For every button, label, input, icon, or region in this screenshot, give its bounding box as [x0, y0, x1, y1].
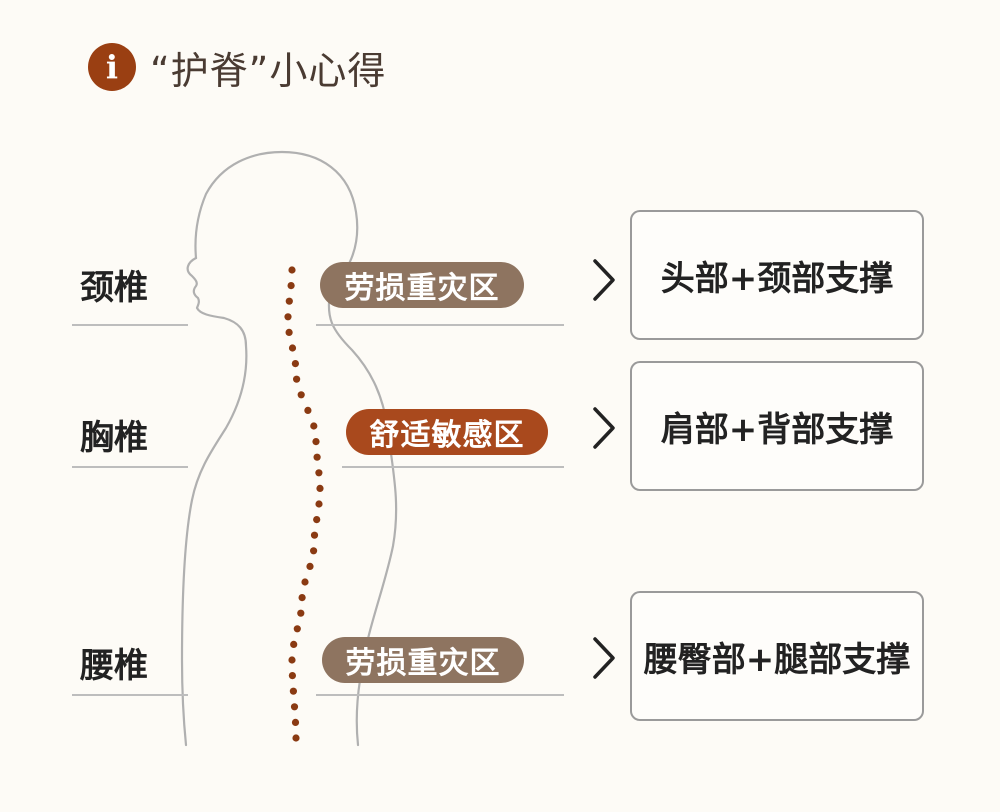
page-title: “护脊”小心得: [150, 49, 387, 93]
divider-line: [72, 466, 188, 468]
spine-dot: [288, 672, 296, 680]
spine-dot: [297, 391, 305, 399]
spine-dot: [312, 438, 320, 446]
spine-dot: [313, 453, 321, 461]
spine-dot: [288, 266, 296, 274]
spine-dot: [291, 360, 299, 368]
spine-dot: [290, 640, 298, 649]
chevron-right-icon: [593, 637, 615, 679]
spine-dot: [293, 625, 301, 633]
spine-dot: [310, 422, 318, 430]
spine-dot: [289, 687, 297, 695]
zone-badge-lumbar: 劳损重灾区: [322, 637, 524, 683]
chevron-right-icon: [593, 259, 615, 301]
zone-badge-cervical: 劳损重灾区: [320, 262, 524, 308]
spine-dot: [310, 531, 319, 539]
divider-line: [342, 466, 564, 468]
info-icon: i: [88, 43, 136, 91]
spine-dot: [287, 282, 295, 290]
spine-dot: [288, 344, 297, 352]
spine-dot: [285, 297, 293, 305]
region-label-cervical: 颈椎: [80, 268, 148, 308]
spine-dot: [285, 328, 293, 336]
support-box-lumbar: 腰臀部+腿部支撑: [630, 591, 924, 721]
spine-dot: [292, 734, 300, 742]
spine-dot: [298, 594, 306, 602]
spine-dot: [284, 313, 292, 321]
spine-dot: [316, 484, 324, 492]
spine-dot: [304, 406, 312, 414]
spine-dot: [306, 562, 314, 571]
divider-line: [72, 694, 188, 696]
region-label-lumbar: 腰椎: [80, 646, 148, 686]
spine-dot: [291, 718, 300, 727]
spine-dot: [315, 500, 323, 508]
spine-dot: [297, 609, 305, 617]
support-box-cervical: 头部+颈部支撑: [630, 210, 924, 340]
divider-line: [316, 324, 564, 326]
spine-dot: [310, 547, 318, 555]
body-outline: [194, 150, 398, 747]
spine-dots: [284, 266, 324, 742]
spine-dot: [290, 703, 299, 711]
divider-line: [316, 694, 564, 696]
spine-dot: [313, 516, 321, 524]
zone-badge-thoracic: 舒适敏感区: [346, 409, 548, 455]
spine-dot: [293, 375, 301, 383]
support-box-thoracic: 肩部+背部支撑: [630, 361, 924, 491]
spine-dot: [301, 578, 309, 586]
spine-dot: [315, 469, 323, 477]
face-outline: [180, 256, 248, 747]
chevron-right-icon: [593, 407, 615, 449]
divider-line: [72, 324, 188, 326]
spine-dot: [288, 656, 296, 664]
region-label-thoracic: 胸椎: [80, 418, 148, 458]
